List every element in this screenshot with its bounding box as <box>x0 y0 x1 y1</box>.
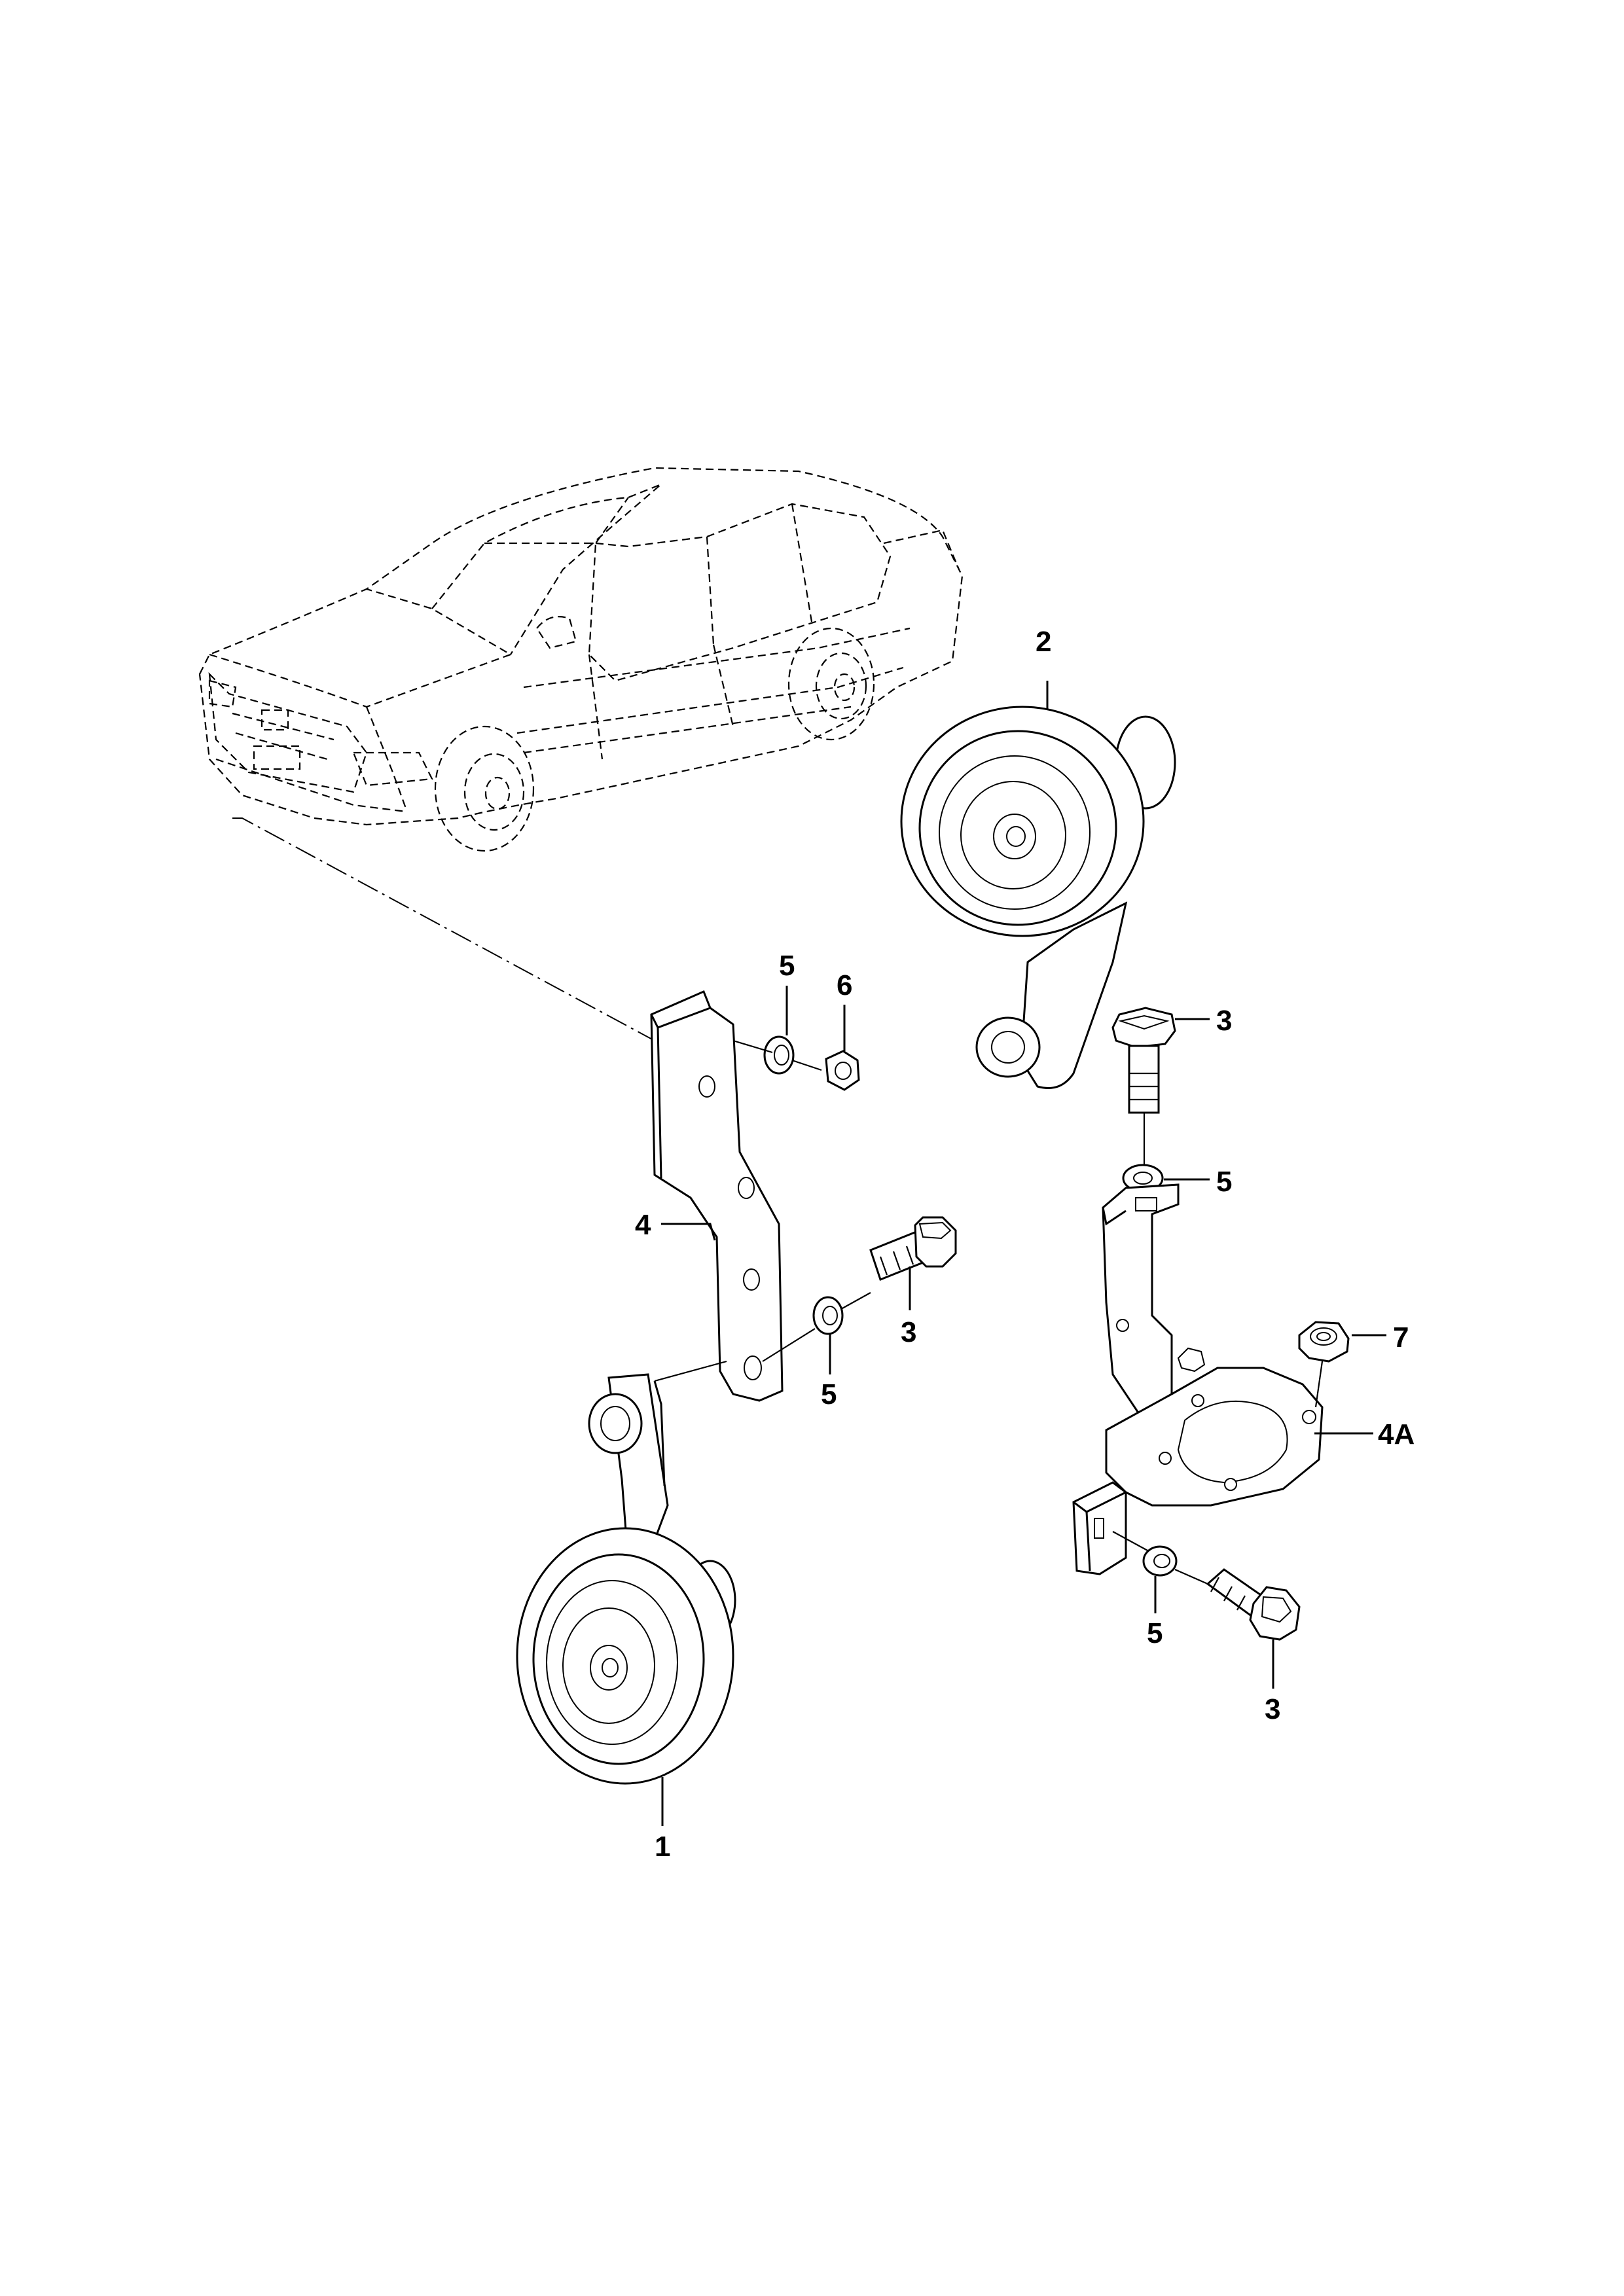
washer-5-d-icon <box>1142 1545 1178 1577</box>
vehicle-outline-icon <box>198 467 964 852</box>
assembly-line <box>1174 1568 1208 1585</box>
horn-2-icon <box>900 706 1176 1089</box>
callout-nut-7: 7 <box>1393 1321 1409 1354</box>
bolt-3-c-icon <box>1206 1568 1301 1641</box>
washer-5-a-icon <box>763 1035 795 1075</box>
nut-6-icon <box>825 1050 860 1091</box>
callout-bolt-3-b: 3 <box>1216 1005 1232 1037</box>
callout-bracket-4a: 4A <box>1378 1418 1415 1450</box>
bolt-3-b-icon <box>1111 1007 1176 1114</box>
leader-lines <box>661 681 1386 1826</box>
assembly-line <box>654 1360 727 1382</box>
assembly-line <box>1112 1531 1149 1552</box>
location-leader-line <box>232 817 655 1041</box>
bracket-4-icon <box>650 990 784 1402</box>
callout-nut-6: 6 <box>837 969 852 1001</box>
callout-horn-2: 2 <box>1036 626 1051 658</box>
washer-5-c-icon <box>1122 1164 1164 1193</box>
callout-washer-5-a: 5 <box>779 950 795 982</box>
bracket-4a-icon <box>1072 1183 1324 1575</box>
assembly-line <box>1314 1361 1324 1408</box>
callout-bolt-3-c: 3 <box>1265 1693 1280 1725</box>
callout-bolt-3-a: 3 <box>901 1316 916 1348</box>
callout-washer-5-b: 5 <box>821 1378 837 1410</box>
assembly-line <box>732 1039 773 1054</box>
washer-5-b-icon <box>812 1296 844 1335</box>
assembly-line <box>791 1059 822 1071</box>
assembly-line <box>762 1328 816 1362</box>
callout-horn-1: 1 <box>655 1831 670 1863</box>
callout-bracket-4: 4 <box>635 1209 651 1241</box>
callout-washer-5-d: 5 <box>1147 1617 1163 1649</box>
bolt-3-a-icon <box>869 1216 957 1281</box>
horn-1-icon <box>516 1373 736 1785</box>
callout-washer-5-c: 5 <box>1216 1166 1232 1198</box>
nut-7-icon <box>1298 1321 1350 1363</box>
assembly-line <box>840 1292 871 1310</box>
